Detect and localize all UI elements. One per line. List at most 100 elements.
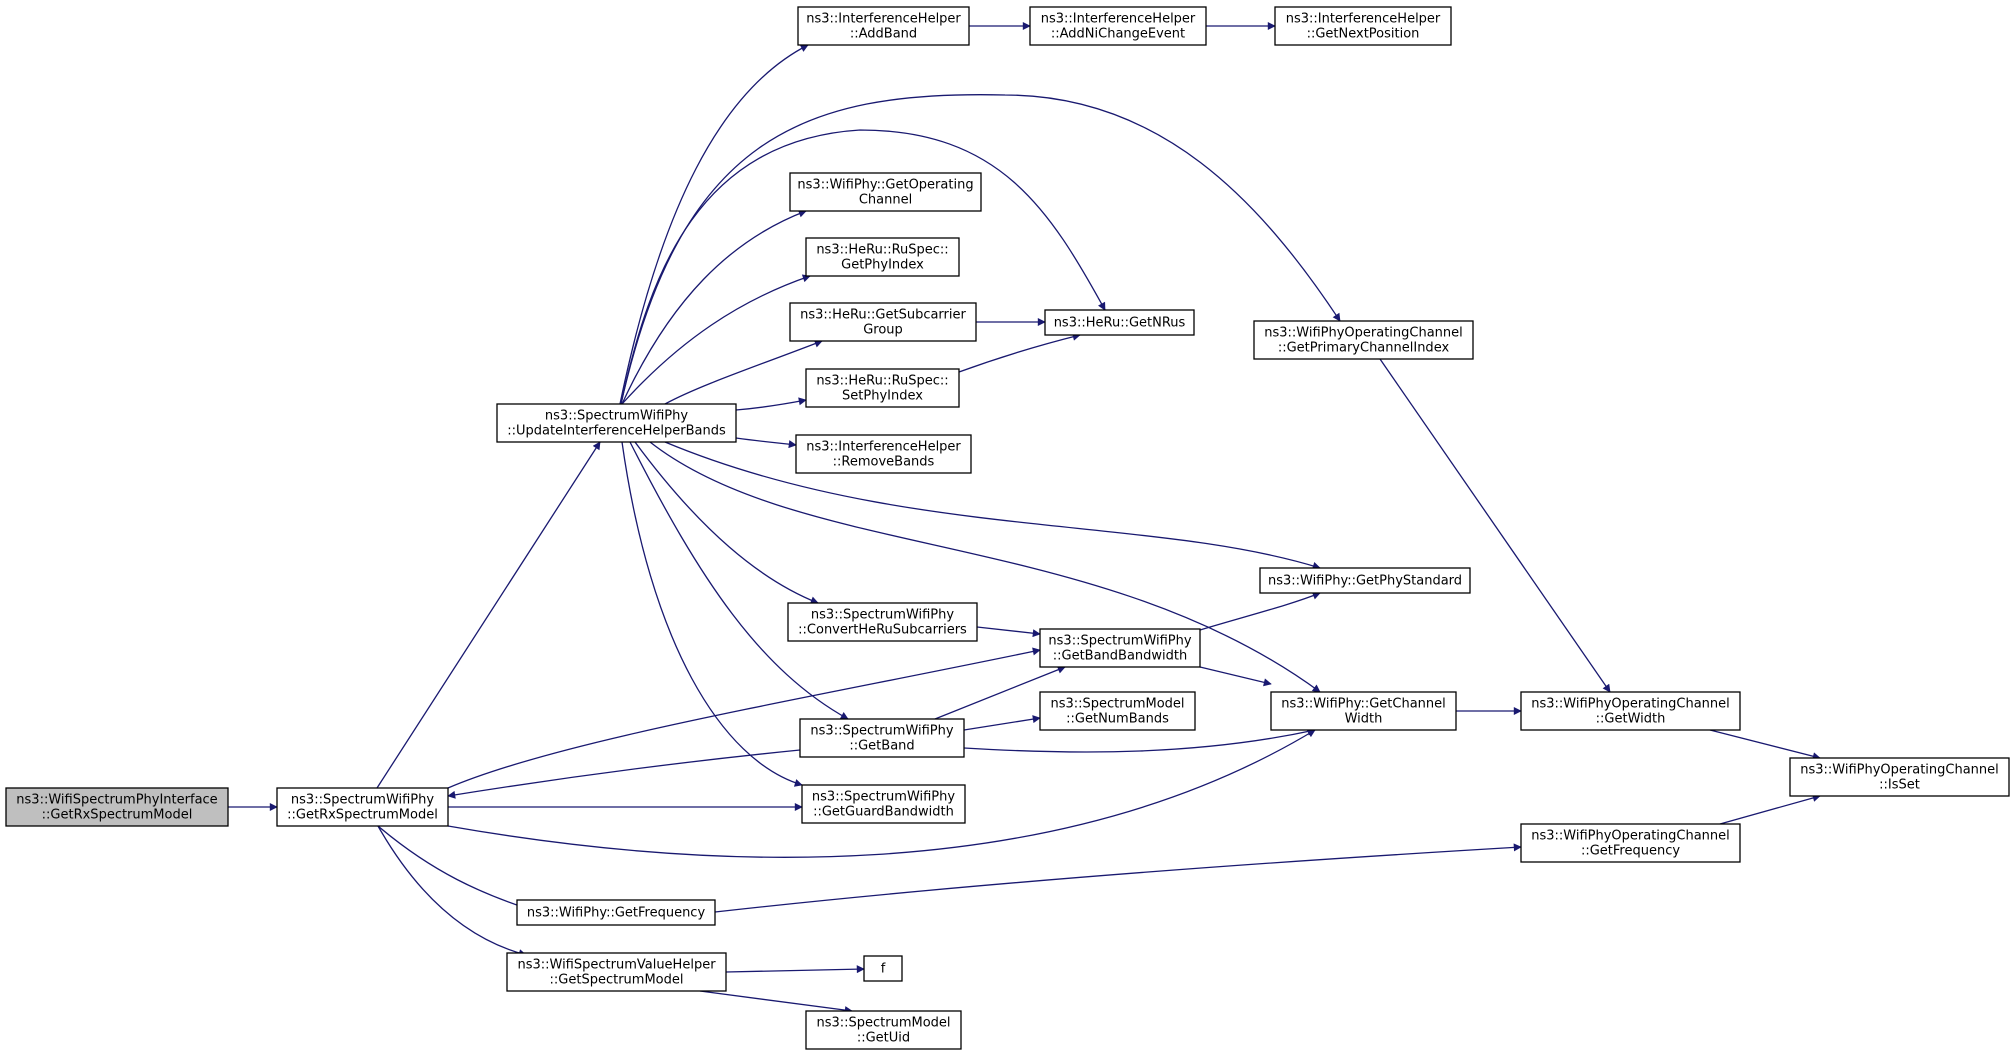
node-addband[interactable]: ns3::InterferenceHelper::AddBand	[797, 6, 970, 46]
edge-convert-to-bandbw	[976, 626, 1041, 638]
edge-update-to-addband	[619, 44, 809, 405]
node-label-line: Width	[1345, 712, 1383, 727]
node-box	[506, 952, 727, 992]
node-label-line: ns3::WifiPhy::GetChannel	[1281, 697, 1446, 712]
node-f[interactable]: f	[863, 955, 903, 982]
edge-getrx-to-update	[376, 441, 601, 789]
node-label-line: ns3::SpectrumWifiPhy	[812, 790, 955, 805]
node-primidx[interactable]: ns3::WifiPhyOperatingChannel::GetPrimary…	[1253, 320, 1474, 360]
edge-bandbw-to-phystd	[1199, 591, 1321, 631]
node-box	[863, 955, 903, 982]
node-label-line: ::GetUid	[857, 1031, 910, 1046]
edge-update-to-chwidth	[649, 441, 1321, 693]
edge-bandbw-to-chwidth	[1199, 666, 1272, 687]
node-setphyidx[interactable]: ns3::HeRu::RuSpec::SetPhyIndex	[805, 368, 960, 408]
node-getuid[interactable]: ns3::SpectrumModel::GetUid	[805, 1010, 962, 1050]
node-label-line: ::ConvertHeRuSubcarriers	[798, 623, 967, 638]
node-phystd[interactable]: ns3::WifiPhy::GetPhyStandard	[1259, 567, 1471, 594]
edge-update-to-setphyidx	[735, 397, 807, 411]
node-convert[interactable]: ns3::SpectrumWifiPhy::ConvertHeRuSubcarr…	[787, 602, 978, 642]
edge-update-to-getopch	[621, 209, 807, 405]
node-bandbw[interactable]: ns3::SpectrumWifiPhy::GetBandBandwidth	[1039, 628, 1201, 668]
node-addni[interactable]: ns3::InterferenceHelper::AddNiChangeEven…	[1029, 6, 1207, 46]
node-box	[1044, 309, 1195, 336]
edge-opfreq-to-isset	[1719, 794, 1821, 825]
edge-getrx-to-chwidth	[447, 729, 1316, 858]
edges-layer	[228, 22, 1821, 1015]
node-valhelper[interactable]: ns3::WifiSpectrumValueHelper::GetSpectru…	[506, 952, 727, 992]
node-label-line: SetPhyIndex	[842, 389, 923, 404]
node-box	[1789, 757, 2010, 797]
edge-valhelper-to-getuid	[699, 990, 853, 1015]
node-box	[789, 172, 982, 212]
node-box	[799, 718, 965, 758]
node-box	[1259, 567, 1471, 594]
edge-getrx-to-valhelper	[377, 825, 527, 957]
edge-update-to-primidx	[620, 94, 1341, 405]
node-box	[1520, 823, 1741, 863]
node-label-line: ns3::SpectrumWifiPhy	[810, 724, 953, 739]
edge-update-to-phystd	[664, 441, 1321, 570]
edge-valhelper-to-f	[725, 965, 865, 974]
node-box	[797, 6, 970, 46]
node-label-line: ns3::SpectrumWifiPhy	[1048, 634, 1191, 649]
node-numbands[interactable]: ns3::SpectrumModel::GetNumBands	[1039, 691, 1196, 731]
node-label-line: ns3::WifiPhyOperatingChannel	[1800, 763, 1999, 778]
edge-update-to-removebands	[735, 437, 797, 449]
node-box	[805, 368, 960, 408]
nodes-layer: ns3::WifiSpectrumPhyInterface::GetRxSpec…	[5, 6, 2010, 1050]
node-label-line: ::RemoveBands	[833, 455, 935, 470]
edge-getband-to-numbands	[963, 715, 1041, 731]
node-label-line: ns3::HeRu::GetSubcarrier	[800, 308, 966, 323]
node-label-line: ns3::SpectrumWifiPhy	[545, 409, 688, 424]
node-label-line: ns3::HeRu::RuSpec::	[816, 374, 948, 389]
node-label-line: ns3::HeRu::GetNRus	[1054, 316, 1186, 331]
node-update[interactable]: ns3::SpectrumWifiPhy::UpdateInterference…	[496, 403, 737, 443]
node-label-line: ::GetNumBands	[1066, 712, 1169, 727]
node-getphyidx[interactable]: ns3::HeRu::RuSpec::GetPhyIndex	[805, 237, 960, 277]
edge-update-to-nrus	[620, 129, 1106, 405]
node-getfreq[interactable]: ns3::WifiPhy::GetFrequency	[516, 899, 716, 926]
node-label-line: ::UpdateInterferenceHelperBands	[507, 424, 726, 439]
node-box	[516, 899, 716, 926]
node-opfreq[interactable]: ns3::WifiPhyOperatingChannel::GetFrequen…	[1520, 823, 1741, 863]
node-removebands[interactable]: ns3::InterferenceHelper::RemoveBands	[795, 434, 972, 474]
node-label-line: ::GetSpectrumModel	[550, 973, 684, 988]
node-label-line: ::GetNextPosition	[1307, 27, 1420, 42]
node-label-line: GetPhyIndex	[841, 258, 924, 273]
node-label-line: ns3::InterferenceHelper	[806, 440, 961, 455]
node-label-line: ::AddNiChangeEvent	[1051, 27, 1185, 42]
node-box	[787, 602, 978, 642]
edge-update-to-getphyidx	[621, 274, 811, 405]
node-label-line: ::GetRxSpectrumModel	[42, 808, 193, 823]
node-getrx[interactable]: ns3::SpectrumWifiPhy::GetRxSpectrumModel	[276, 787, 449, 827]
node-label-line: ns3::SpectrumWifiPhy	[291, 793, 434, 808]
node-box	[496, 403, 737, 443]
node-label-line: ns3::WifiSpectrumPhyInterface	[16, 793, 217, 808]
edge-getband-to-bandbw	[934, 665, 1066, 720]
node-nextpos[interactable]: ns3::InterferenceHelper::GetNextPosition	[1274, 6, 1452, 46]
node-getband[interactable]: ns3::SpectrumWifiPhy::GetBand	[799, 718, 965, 758]
node-label-line: ns3::WifiPhy::GetOperating	[797, 178, 973, 193]
node-nrus[interactable]: ns3::HeRu::GetNRus	[1044, 309, 1195, 336]
node-guardbw[interactable]: ns3::SpectrumWifiPhy::GetGuardBandwidth	[801, 784, 966, 824]
node-label-line: ns3::InterferenceHelper	[1041, 12, 1196, 27]
node-box	[1253, 320, 1474, 360]
node-isset[interactable]: ns3::WifiPhyOperatingChannel::IsSet	[1789, 757, 2010, 797]
node-box	[1039, 691, 1196, 731]
node-box	[1039, 628, 1201, 668]
edge-primidx-to-opwidth	[1379, 358, 1611, 693]
edge-getfreq-to-opfreq	[714, 843, 1522, 913]
node-label-line: ns3::SpectrumWifiPhy	[811, 608, 954, 623]
edge-getband-to-chwidth	[963, 727, 1316, 753]
node-label-line: f	[881, 962, 886, 977]
node-label-line: ns3::WifiPhy::GetPhyStandard	[1268, 574, 1462, 589]
edge-update-to-guardbw	[621, 441, 803, 787]
edge-getrx-to-bandbw	[447, 647, 1041, 789]
node-opwidth[interactable]: ns3::WifiPhyOperatingChannel::GetWidth	[1520, 691, 1741, 731]
node-label-line: ns3::WifiPhyOperatingChannel	[1531, 697, 1730, 712]
